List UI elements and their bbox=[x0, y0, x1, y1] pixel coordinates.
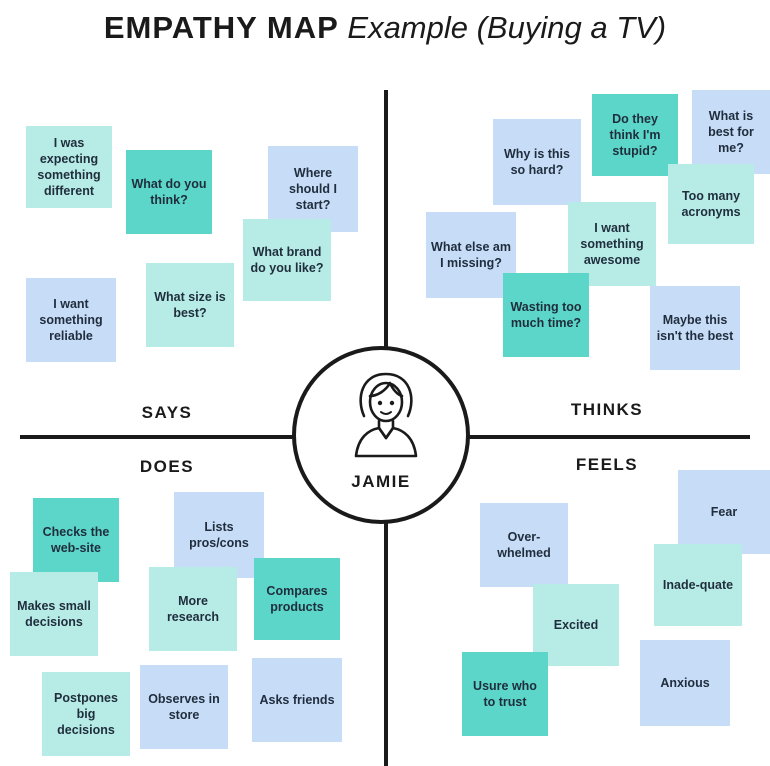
feels-note-5: Usure who to trust bbox=[462, 652, 548, 736]
says-note-4: What brand do you like? bbox=[243, 219, 331, 301]
thinks-note-4: Too many acronyms bbox=[668, 164, 754, 244]
does-note-7: Observes in store bbox=[140, 665, 228, 749]
does-note-2: Lists pros/cons bbox=[174, 492, 264, 578]
feels-note-3: Inade-quate bbox=[654, 544, 742, 626]
feels-note-6: Anxious bbox=[640, 640, 730, 726]
thinks-note-8: Maybe this isn't the best bbox=[650, 286, 740, 370]
thinks-note-3: What is best for me? bbox=[692, 90, 770, 174]
does-note-3: Makes small decisions bbox=[10, 572, 98, 656]
quadrant-label-feels: FEELS bbox=[575, 455, 639, 474]
thinks-note-2: Do they think I'm stupid? bbox=[592, 94, 678, 176]
page-title: EMPATHY MAP Example (Buying a TV) bbox=[0, 10, 770, 46]
says-note-2: What do you think? bbox=[126, 150, 212, 234]
person-icon bbox=[354, 372, 418, 458]
says-note-6: What size is best? bbox=[146, 263, 234, 347]
thinks-note-5: What else am I missing? bbox=[426, 212, 516, 298]
says-note-1: I was expecting something different bbox=[26, 126, 112, 208]
does-note-4: More research bbox=[149, 567, 237, 651]
thinks-note-7: Wasting too much time? bbox=[503, 273, 589, 357]
does-note-6: Postpones big decisions bbox=[42, 672, 130, 756]
quadrant-label-says: SAYS bbox=[141, 403, 193, 422]
persona-hub: JAMIE bbox=[292, 346, 470, 524]
says-note-3: Where should I start? bbox=[268, 146, 358, 232]
does-note-8: Asks friends bbox=[252, 658, 342, 742]
feels-note-1: Fear bbox=[678, 470, 770, 554]
thinks-note-1: Why is this so hard? bbox=[493, 119, 581, 205]
quadrant-label-does: DOES bbox=[139, 457, 195, 476]
title-subtitle: Example (Buying a TV) bbox=[347, 10, 667, 45]
says-note-5: I want something reliable bbox=[26, 278, 116, 362]
quadrant-label-thinks: THINKS bbox=[570, 400, 644, 419]
does-note-1: Checks the web-site bbox=[33, 498, 119, 582]
title-main: EMPATHY MAP bbox=[103, 10, 339, 45]
thinks-note-6: I want something awesome bbox=[568, 202, 656, 286]
feels-note-2: Over-whelmed bbox=[480, 503, 568, 587]
does-note-5: Compares products bbox=[254, 558, 340, 640]
persona-name: JAMIE bbox=[351, 472, 411, 491]
